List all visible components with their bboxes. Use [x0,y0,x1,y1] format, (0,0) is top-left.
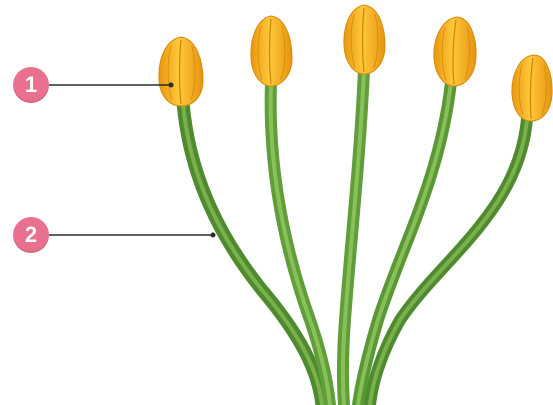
filament [183,103,322,405]
leader-line-1 [49,83,174,88]
callout-badge-2: 2 [13,217,49,253]
anther [159,37,203,106]
filament [358,82,451,405]
leader-line-2 [49,233,216,238]
anther [344,5,385,74]
anther [434,17,476,86]
anthers [159,5,552,121]
filament [343,70,364,405]
anther [251,16,292,86]
filaments [183,70,527,405]
callout-badge-1: 1 [13,67,49,103]
anther [512,55,552,121]
